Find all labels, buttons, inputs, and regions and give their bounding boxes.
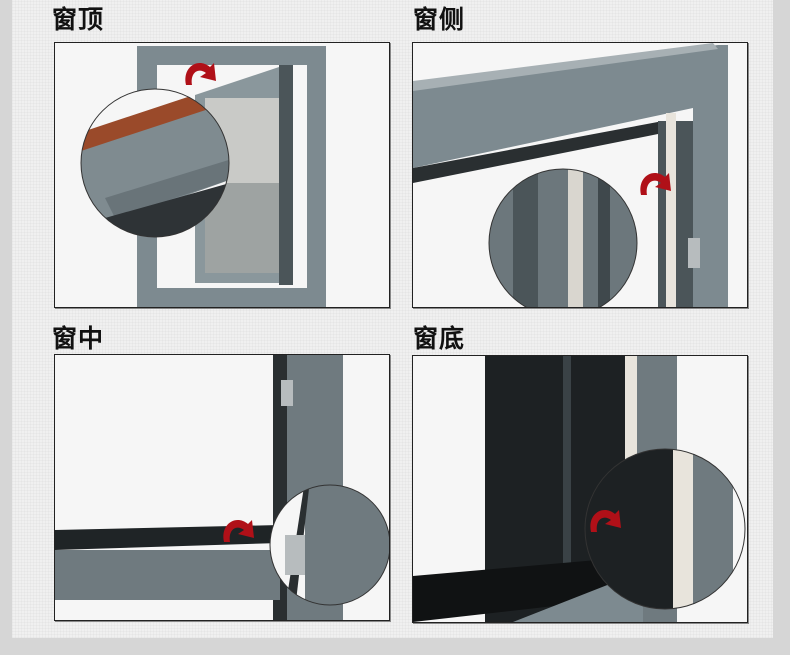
red-arrow-icon bbox=[640, 173, 671, 195]
red-arrow-icon bbox=[590, 510, 621, 532]
label-window-bottom: 窗底 bbox=[413, 324, 466, 353]
red-arrow-icon bbox=[185, 63, 216, 85]
window-middle-illustration bbox=[55, 355, 389, 620]
photo-window-side bbox=[412, 42, 748, 308]
window-top-illustration bbox=[80, 46, 326, 307]
photo-window-middle bbox=[54, 354, 390, 621]
label-window-top: 窗顶 bbox=[52, 5, 105, 34]
photo-window-top bbox=[54, 42, 390, 308]
photo-window-bottom bbox=[412, 355, 748, 623]
label-window-middle: 窗中 bbox=[52, 324, 105, 353]
window-side-illustration bbox=[413, 43, 728, 307]
label-window-side: 窗侧 bbox=[413, 5, 466, 34]
red-arrow-icon bbox=[223, 520, 254, 542]
window-bottom-illustration bbox=[413, 356, 746, 622]
